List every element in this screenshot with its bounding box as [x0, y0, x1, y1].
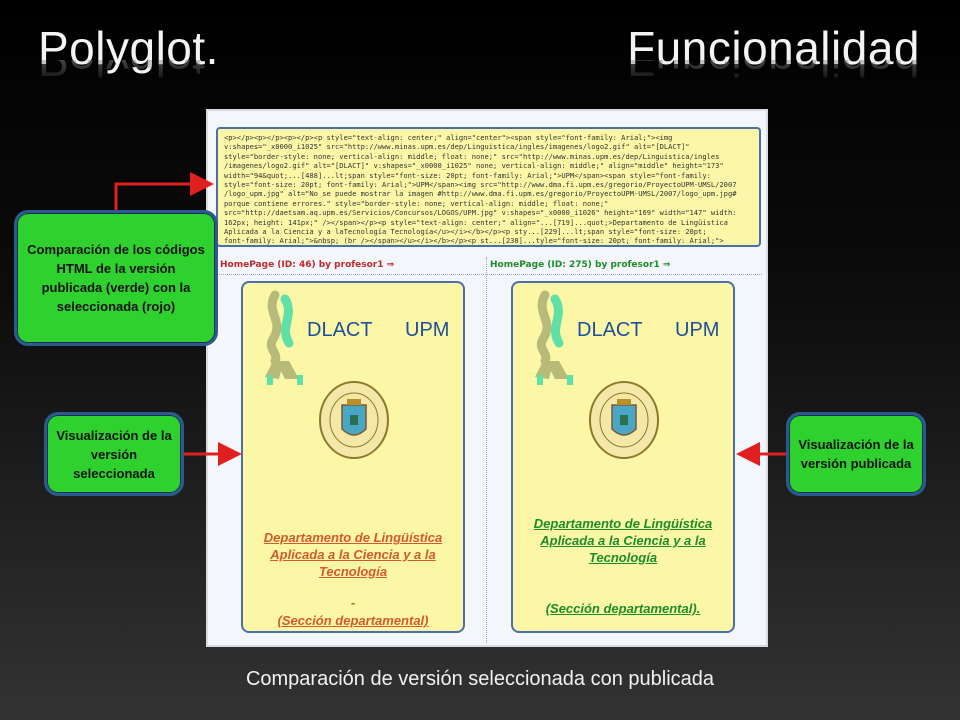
title-reflection: Funcionalidad: [627, 60, 920, 86]
homepage-link-published[interactable]: HomePage (ID: 275) by profesor1 ⇒: [490, 260, 671, 270]
code-line: /logo_upm.jpg" alt="No se puede mostrar …: [224, 189, 737, 199]
title-reflection: Polyglot.: [38, 60, 219, 86]
dlact-logo-icon: [265, 290, 303, 385]
divider: [212, 274, 762, 275]
title-text: Funcionalidad: [627, 22, 920, 74]
department-title: Departamento de Lingüística Aplicada a l…: [533, 516, 713, 565]
brand-upm: UPM: [675, 319, 720, 341]
code-line: <p></p><p></p><p></p><p style="text-alig…: [224, 133, 673, 142]
brand-dlact: DLACT: [577, 319, 643, 341]
code-line: width="94&quot;...[488]...lt;span style=…: [224, 170, 711, 180]
published-version-preview: DLACT UPM Departamento de Lingüística Ap…: [511, 281, 735, 633]
code-line: Aplicada a la Ciencia y a laTecnología T…: [224, 227, 707, 237]
code-line: porque contiene errores." style="border-…: [224, 198, 609, 208]
code-line: style="border-style: none; vertical-alig…: [224, 151, 720, 161]
upm-seal-icon: [589, 381, 659, 459]
callout-selected-view: Visualización de la versión seleccionada: [44, 412, 184, 496]
callout-html-compare: Comparación de los códigos HTML de la ve…: [14, 210, 218, 346]
comparison-screenshot: <p></p><p></p><p></p><p style="text-alig…: [206, 109, 768, 647]
code-line: style="font-size: 20pt; font-family: Ari…: [224, 180, 737, 190]
removed-line-break: -: [350, 595, 356, 610]
code-line: font-family: Arial;">&nbsp; (br /></span…: [224, 236, 724, 246]
arrow-to-code: [114, 172, 214, 212]
code-line: /imagenes/logo2.gif" alt="[DLACT]" v:sha…: [224, 161, 724, 171]
slide-title-right: Funcionalidad Funcionalidad: [627, 22, 920, 86]
callout-published-view: Visualización de la versión publicada: [786, 412, 926, 496]
column-divider: [486, 257, 488, 643]
code-line: 162px; height: 141px;" /></span></p><p s…: [224, 217, 728, 227]
department-title: Departamento de Lingüística Aplicada a l…: [263, 530, 443, 579]
code-line: v:shapes="_x0000_i1025" src="http://www.…: [224, 142, 690, 152]
section-label: (Sección departamental).: [545, 601, 701, 616]
title-text: Polyglot.: [38, 22, 219, 74]
homepage-link-selected[interactable]: HomePage (ID: 46) by profesor1 ⇒: [220, 260, 395, 270]
selected-version-preview: DLACT UPM Departamento de Lingüística Ap…: [241, 281, 465, 633]
upm-seal-icon: [319, 381, 389, 459]
slide-title-left: Polyglot. Polyglot.: [38, 22, 219, 86]
brand-dlact: DLACT: [307, 319, 373, 341]
section-label: (Sección departamental): [277, 613, 429, 628]
code-line: src="http://daetsam.aq.upm.es/Servicios/…: [224, 208, 737, 218]
brand-upm: UPM: [405, 319, 450, 341]
dlact-logo-icon: [535, 290, 573, 385]
slide-caption: Comparación de versión seleccionada con …: [245, 668, 715, 690]
html-diff-code: <p></p><p></p><p></p><p style="text-alig…: [216, 127, 761, 247]
